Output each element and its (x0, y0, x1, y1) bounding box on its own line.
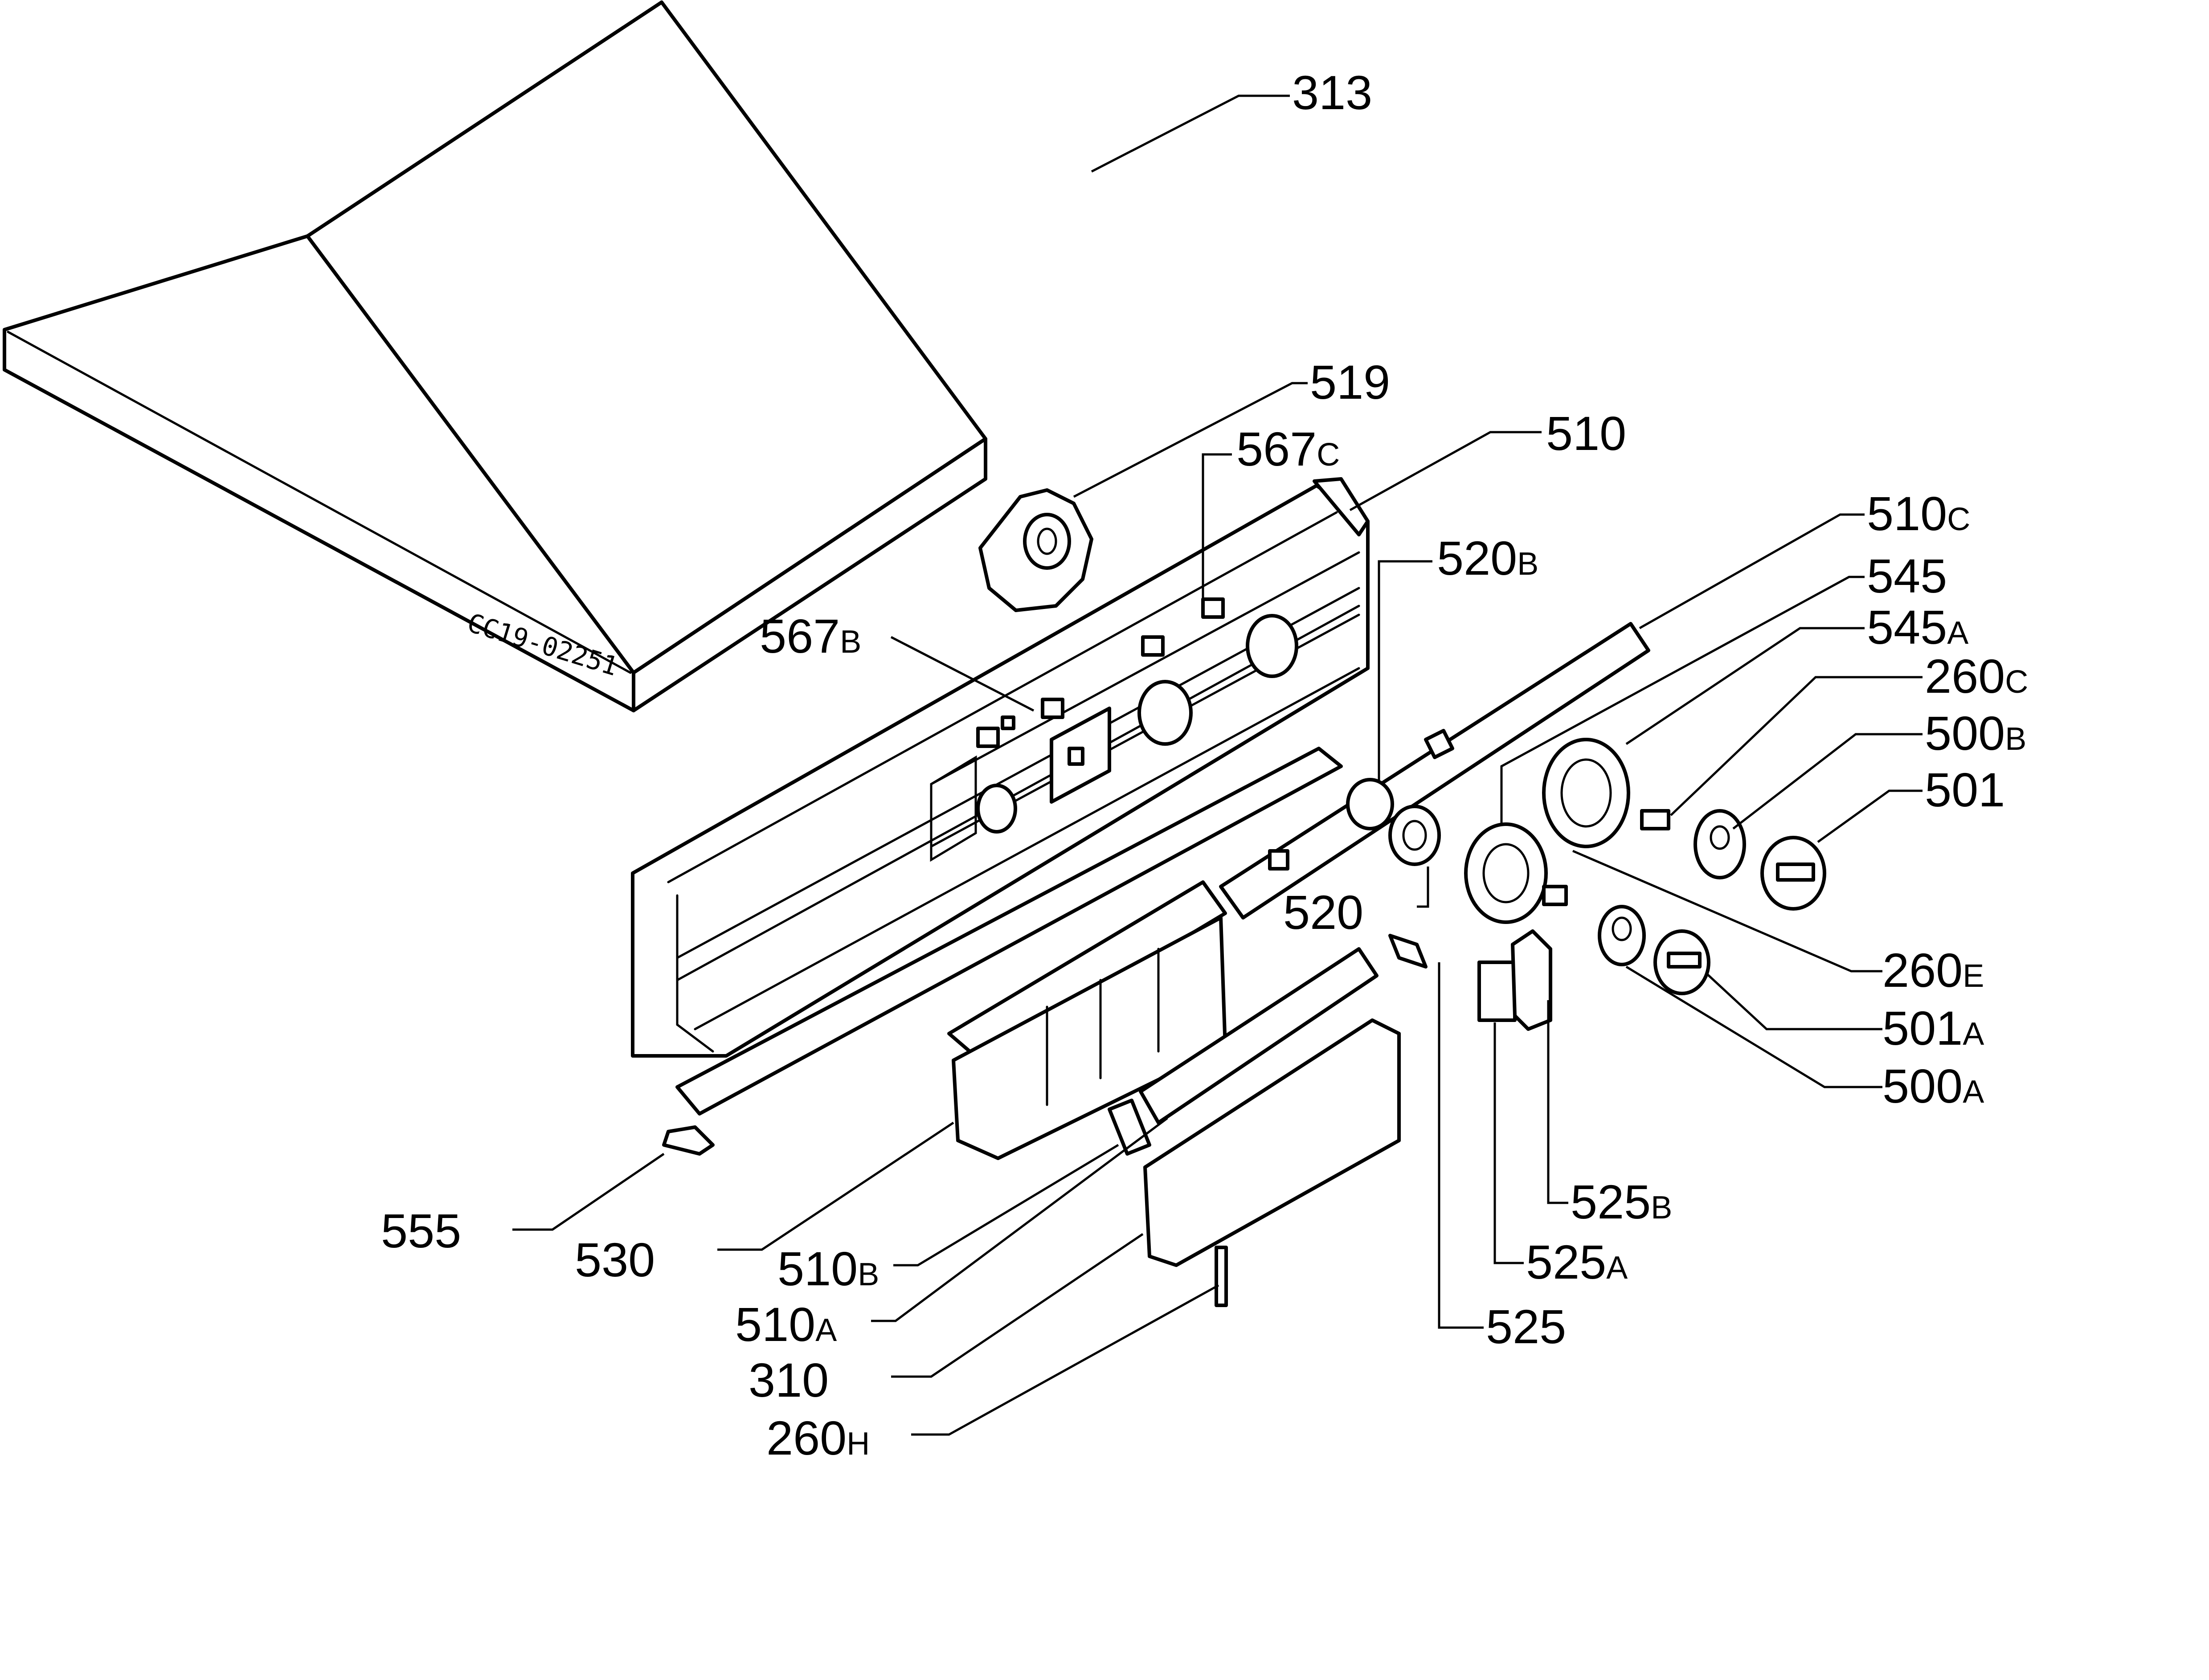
label-313: 313 (1292, 65, 1372, 119)
label-525: 525 (1486, 1300, 1566, 1353)
part-545-ring (1542, 738, 1630, 848)
label-260h: 260H (766, 1411, 870, 1465)
label-520: 520 (1283, 885, 1363, 939)
part-260e-spring (1542, 885, 1568, 906)
label-567c: 567C (1236, 422, 1340, 476)
label-525a: 525A (1526, 1235, 1628, 1289)
label-500a: 500A (1882, 1059, 1984, 1113)
label-525b: 525B (1571, 1175, 1672, 1229)
part-500a-bushing (1598, 905, 1646, 966)
label-545: 545 (1867, 549, 1947, 603)
part-510b-clip (1108, 1099, 1151, 1156)
part-260h-pin (1215, 1246, 1228, 1307)
label-501a: 501A (1882, 1001, 1984, 1055)
label-260e: 260E (1882, 943, 1984, 997)
part-500b-bushing (1694, 809, 1746, 879)
part-519-selector-wheel (978, 488, 1093, 612)
label-510c: 510C (1867, 486, 1970, 540)
label-510: 510 (1546, 406, 1626, 460)
part-525a-button (1477, 961, 1517, 1022)
part-310-bottom-cover (1143, 1018, 1401, 1267)
label-310: 310 (749, 1353, 829, 1407)
label-545a: 545A (1867, 600, 1968, 654)
part-510-control-panel (631, 477, 1370, 1058)
label-501: 501 (1925, 763, 2005, 817)
label-260c: 260C (1925, 649, 2028, 703)
part-525b-button-cap (1511, 929, 1552, 1031)
part-530-dispenser-drawer (947, 880, 1227, 1160)
part-313-top-cover (3, 0, 987, 712)
label-567b: 567B (760, 609, 861, 663)
part-510a-front-strip (1139, 947, 1379, 1124)
part-555-lower-strip (662, 747, 1343, 1156)
label-500b: 500B (1925, 706, 2026, 760)
part-520b-bracket (1346, 778, 1394, 830)
part-520-gear (1388, 805, 1441, 866)
label-519: 519 (1310, 355, 1390, 409)
label-510b: 510B (777, 1242, 879, 1296)
label-530: 530 (575, 1233, 655, 1287)
label-510a: 510A (735, 1297, 837, 1351)
label-520b: 520B (1437, 531, 1538, 585)
part-501a-knob (1653, 929, 1710, 995)
part-260c-spring (1640, 809, 1670, 830)
part-510c-upper-strip (1219, 622, 1650, 920)
leader-lines (512, 94, 1923, 1436)
part-525-pin (1388, 934, 1428, 969)
part-545a-ring (1464, 822, 1548, 924)
part-501-knob (1760, 836, 1826, 911)
label-555: 555 (381, 1204, 461, 1258)
part-labels: 313 519 510 567C 520B 510C 545 545A 260C… (381, 65, 2028, 1465)
